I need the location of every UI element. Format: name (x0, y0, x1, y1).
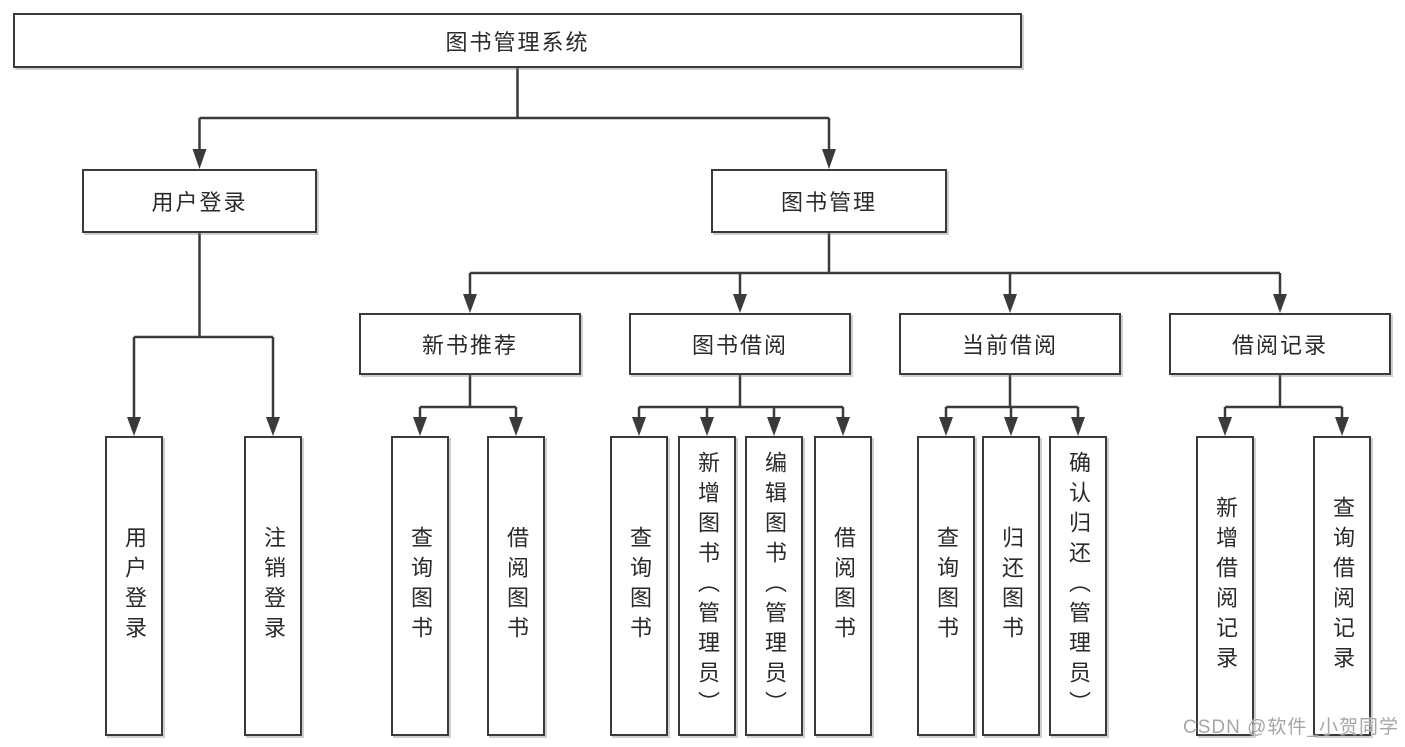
leaf-recommend-borrow-books: 借阅图书 (487, 436, 545, 736)
leaf-borrowing-query-books: 查询图书 (610, 436, 668, 736)
leaf-current-return-books: 归还图书 (982, 436, 1040, 736)
node-borrowing-records: 借阅记录 (1169, 313, 1391, 375)
leaf-current-confirm-return-admin: 确认归还（管理员） (1049, 436, 1107, 736)
csdn-watermark: CSDN @软件_小贺同学 (1183, 717, 1399, 738)
leaf-recommend-query-books: 查询图书 (391, 436, 449, 736)
node-root: 图书管理系统 (13, 13, 1022, 68)
leaf-logout: 注销登录 (244, 436, 302, 736)
leaf-borrowing-edit-books-admin: 编辑图书（管理员） (745, 436, 803, 736)
node-book-management: 图书管理 (711, 169, 947, 233)
leaf-borrowing-add-books-admin: 新增图书（管理员） (678, 436, 736, 736)
leaf-user-login: 用户登录 (105, 436, 163, 736)
node-new-book-recommend: 新书推荐 (359, 313, 581, 375)
leaf-current-query-books: 查询图书 (917, 436, 975, 736)
node-current-borrowing: 当前借阅 (899, 313, 1121, 375)
node-book-borrowing: 图书借阅 (629, 313, 851, 375)
node-user-login: 用户登录 (82, 169, 317, 233)
leaf-borrowing-borrow-books: 借阅图书 (814, 436, 872, 736)
leaf-records-query-borrow-record: 查询借阅记录 (1313, 436, 1371, 736)
leaf-records-add-borrow-record: 新增借阅记录 (1196, 436, 1254, 736)
